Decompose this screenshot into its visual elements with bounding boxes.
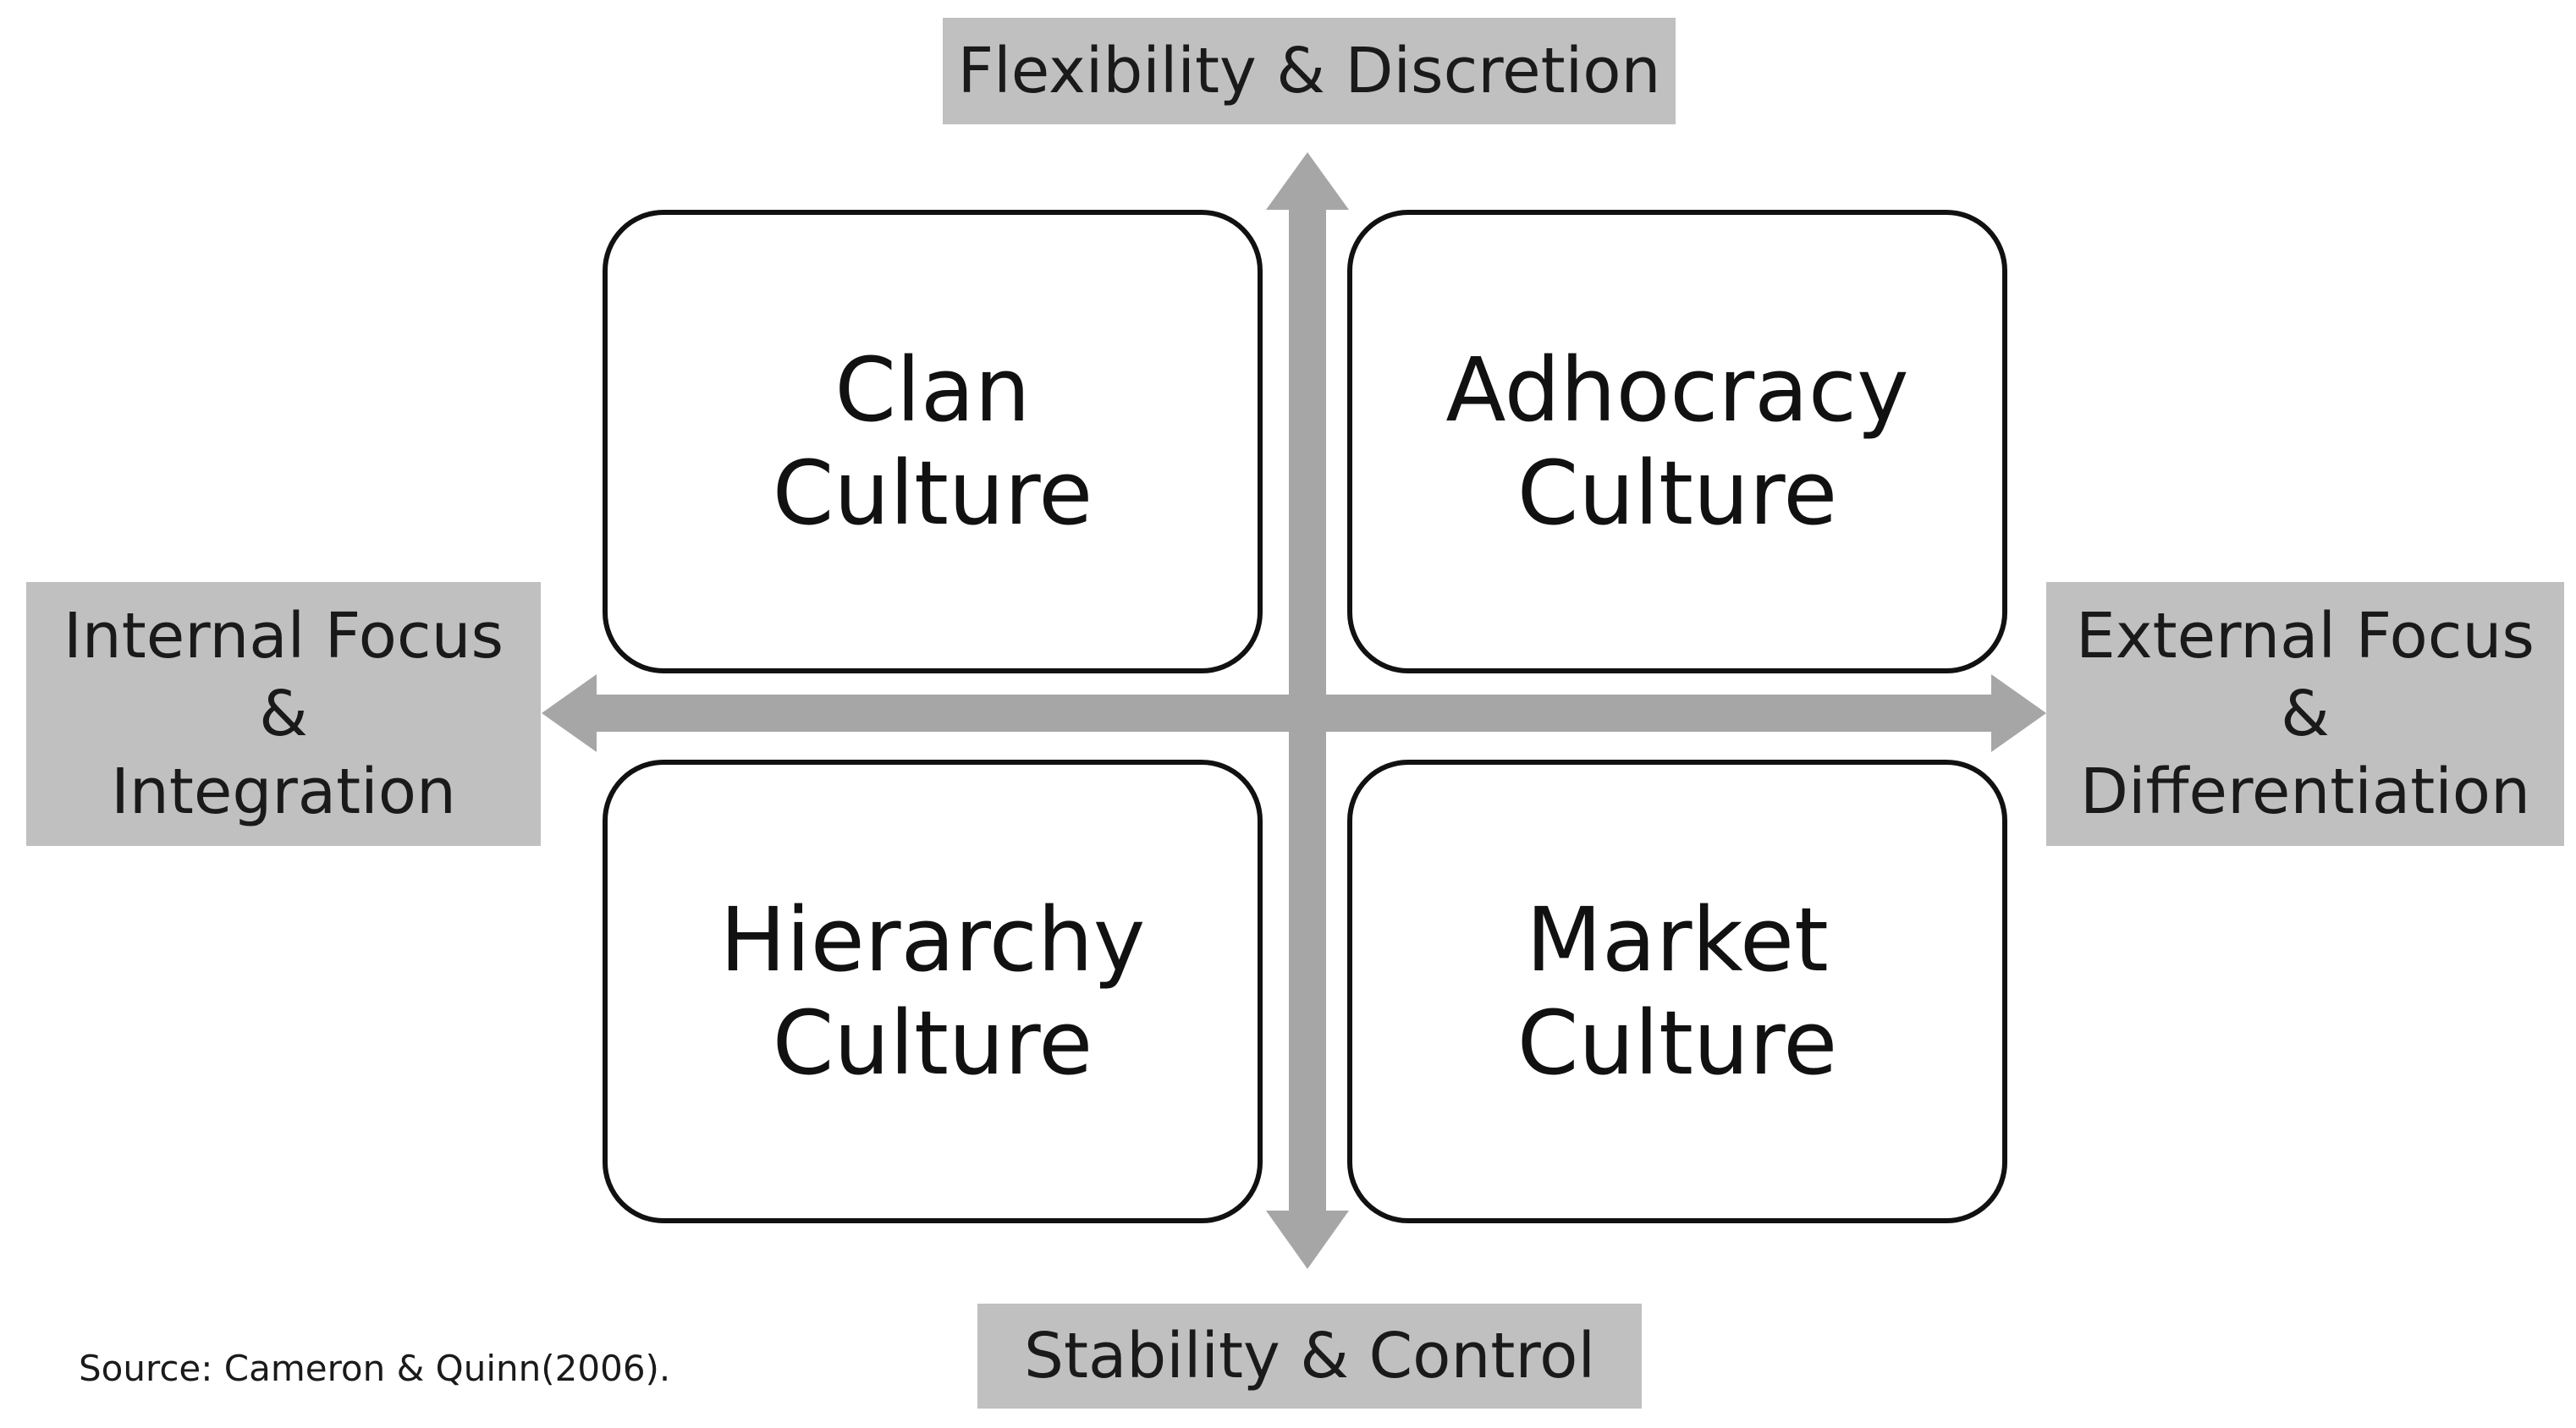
axis-label-top: Flexibility & Discretion — [943, 18, 1676, 124]
quadrant-hierarchy-line-1: Hierarchy — [719, 888, 1146, 991]
quadrant-market-line-1: Market — [1526, 888, 1829, 991]
axis-label-left-line-3: Integration — [111, 755, 456, 828]
axis-label-left-line-2: & — [259, 678, 308, 750]
quadrant-adhocracy-line-1: Adhocracy — [1445, 338, 1909, 442]
quadrant-hierarchy-culture: Hierarchy Culture — [603, 760, 1263, 1223]
axis-label-top-text: Flexibility & Discretion — [957, 35, 1661, 107]
quadrant-clan-line-2: Culture — [772, 442, 1093, 545]
quadrant-market-line-2: Culture — [1516, 991, 1838, 1095]
axis-label-right-line-1: External Focus — [2076, 600, 2535, 673]
quadrant-adhocracy-line-2: Culture — [1516, 442, 1838, 545]
quadrant-hierarchy-line-2: Culture — [772, 991, 1093, 1095]
quadrant-market-culture: Market Culture — [1347, 760, 2007, 1223]
axis-label-bottom: Stability & Control — [977, 1304, 1642, 1409]
axis-label-right-line-2: & — [2281, 678, 2330, 750]
axis-label-right-line-3: Differentiation — [2080, 755, 2530, 828]
horizontal-axis-arrow — [542, 674, 2046, 752]
quadrant-clan-line-1: Clan — [834, 338, 1031, 442]
source-citation: Source: Cameron & Quinn(2006). — [79, 1348, 671, 1389]
axis-label-right: External Focus & Differentiation — [2046, 582, 2564, 846]
axis-label-left-line-1: Internal Focus — [63, 600, 504, 673]
axis-label-bottom-text: Stability & Control — [1023, 1320, 1596, 1392]
quadrant-adhocracy-culture: Adhocracy Culture — [1347, 210, 2007, 673]
axis-label-left: Internal Focus & Integration — [26, 582, 541, 846]
quadrant-clan-culture: Clan Culture — [603, 210, 1263, 673]
